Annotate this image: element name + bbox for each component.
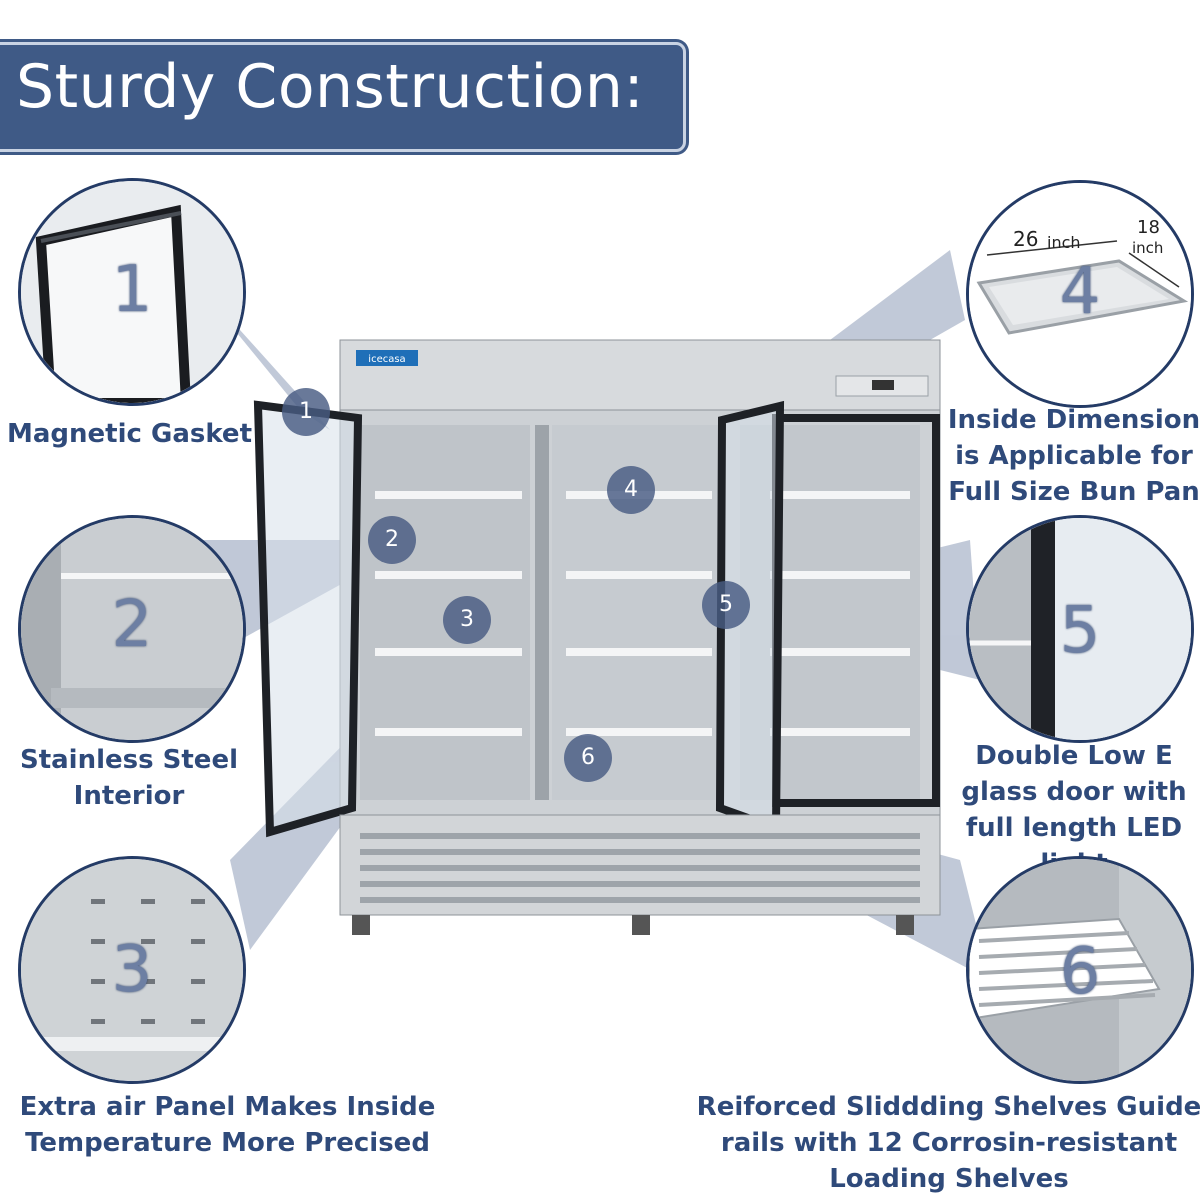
marker-badge-1: 1 — [282, 388, 330, 436]
callout-label-6: Reiforced Sliddding Shelves Guide rails … — [696, 1092, 1200, 1194]
callout-label-1: Magnetic Gasket — [7, 419, 252, 449]
pan-width-value: 26 — [1013, 227, 1039, 251]
pan-depth-unit: inch — [1132, 239, 1164, 257]
marker-badge-3: 3 — [443, 596, 491, 644]
pan-width-unit: inch — [1047, 233, 1081, 252]
callout-number-1: 1 — [111, 253, 153, 327]
page-title: Sturdy Construction: — [16, 52, 645, 122]
callout-label-4: Inside Dimension is Applicable for Full … — [947, 405, 1200, 507]
callout-number-6: 6 — [1059, 935, 1101, 1009]
marker-badge-2: 2 — [368, 516, 416, 564]
callout-number-2: 2 — [111, 588, 153, 662]
brand-logo: icecasa — [368, 354, 405, 365]
callout-circle-6: 6 — [966, 856, 1194, 1084]
callout-circle-3: 3 — [18, 856, 246, 1084]
marker-badge-6: 6 — [564, 734, 612, 782]
pan-depth-value: 18 — [1137, 217, 1160, 238]
callout-label-3: Extra air Panel Makes Inside Temperature… — [19, 1092, 436, 1158]
callout-label-2: Stainless Steel Interior — [19, 745, 238, 811]
marker-badge-4: 4 — [607, 466, 655, 514]
callout-circle-2: 2 — [18, 515, 246, 743]
callout-circle-5: 5 — [966, 515, 1194, 743]
callout-circle-4: 26 inch 18 inch 4 — [966, 180, 1194, 408]
callout-circle-1: 1 — [18, 178, 246, 406]
title-banner — [0, 42, 686, 152]
callout-number-4: 4 — [1059, 255, 1101, 329]
marker-badge-5: 5 — [702, 581, 750, 629]
callout-number-3: 3 — [111, 933, 153, 1007]
callout-number-5: 5 — [1059, 594, 1101, 668]
